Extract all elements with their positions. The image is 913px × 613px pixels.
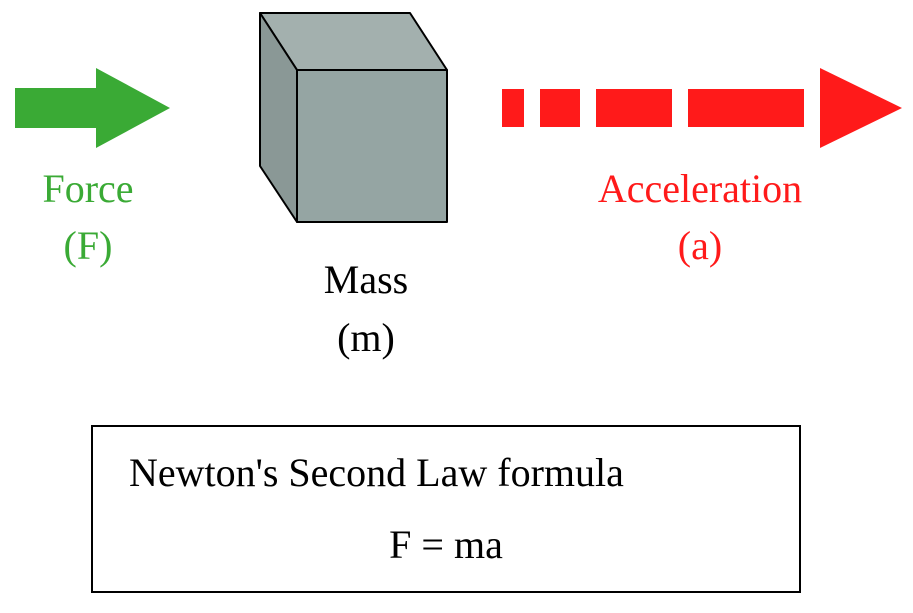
acceleration-dash-4 bbox=[688, 89, 804, 127]
acceleration-arrow-head bbox=[820, 68, 902, 148]
mass-block-front-face bbox=[296, 69, 448, 223]
acceleration-dash-2 bbox=[540, 89, 580, 127]
acceleration-label: Acceleration bbox=[597, 166, 803, 211]
formula-box: Newton's Second Law formula F = ma bbox=[91, 425, 801, 593]
mass-block-icon bbox=[259, 12, 448, 223]
acceleration-dash-3 bbox=[596, 89, 672, 127]
force-arrow-shape bbox=[15, 68, 170, 148]
acceleration-arrow-icon bbox=[502, 68, 902, 148]
force-symbol: (F) bbox=[63, 223, 113, 268]
formula-equation: F = ma bbox=[389, 522, 503, 567]
formula-title: Newton's Second Law formula bbox=[129, 450, 624, 495]
mass-symbol: (m) bbox=[337, 315, 395, 360]
acceleration-dash-1 bbox=[502, 89, 524, 127]
force-label: Force bbox=[42, 166, 134, 211]
force-arrow-icon bbox=[15, 68, 170, 148]
mass-label: Mass bbox=[323, 257, 409, 302]
acceleration-symbol: (a) bbox=[677, 223, 723, 268]
